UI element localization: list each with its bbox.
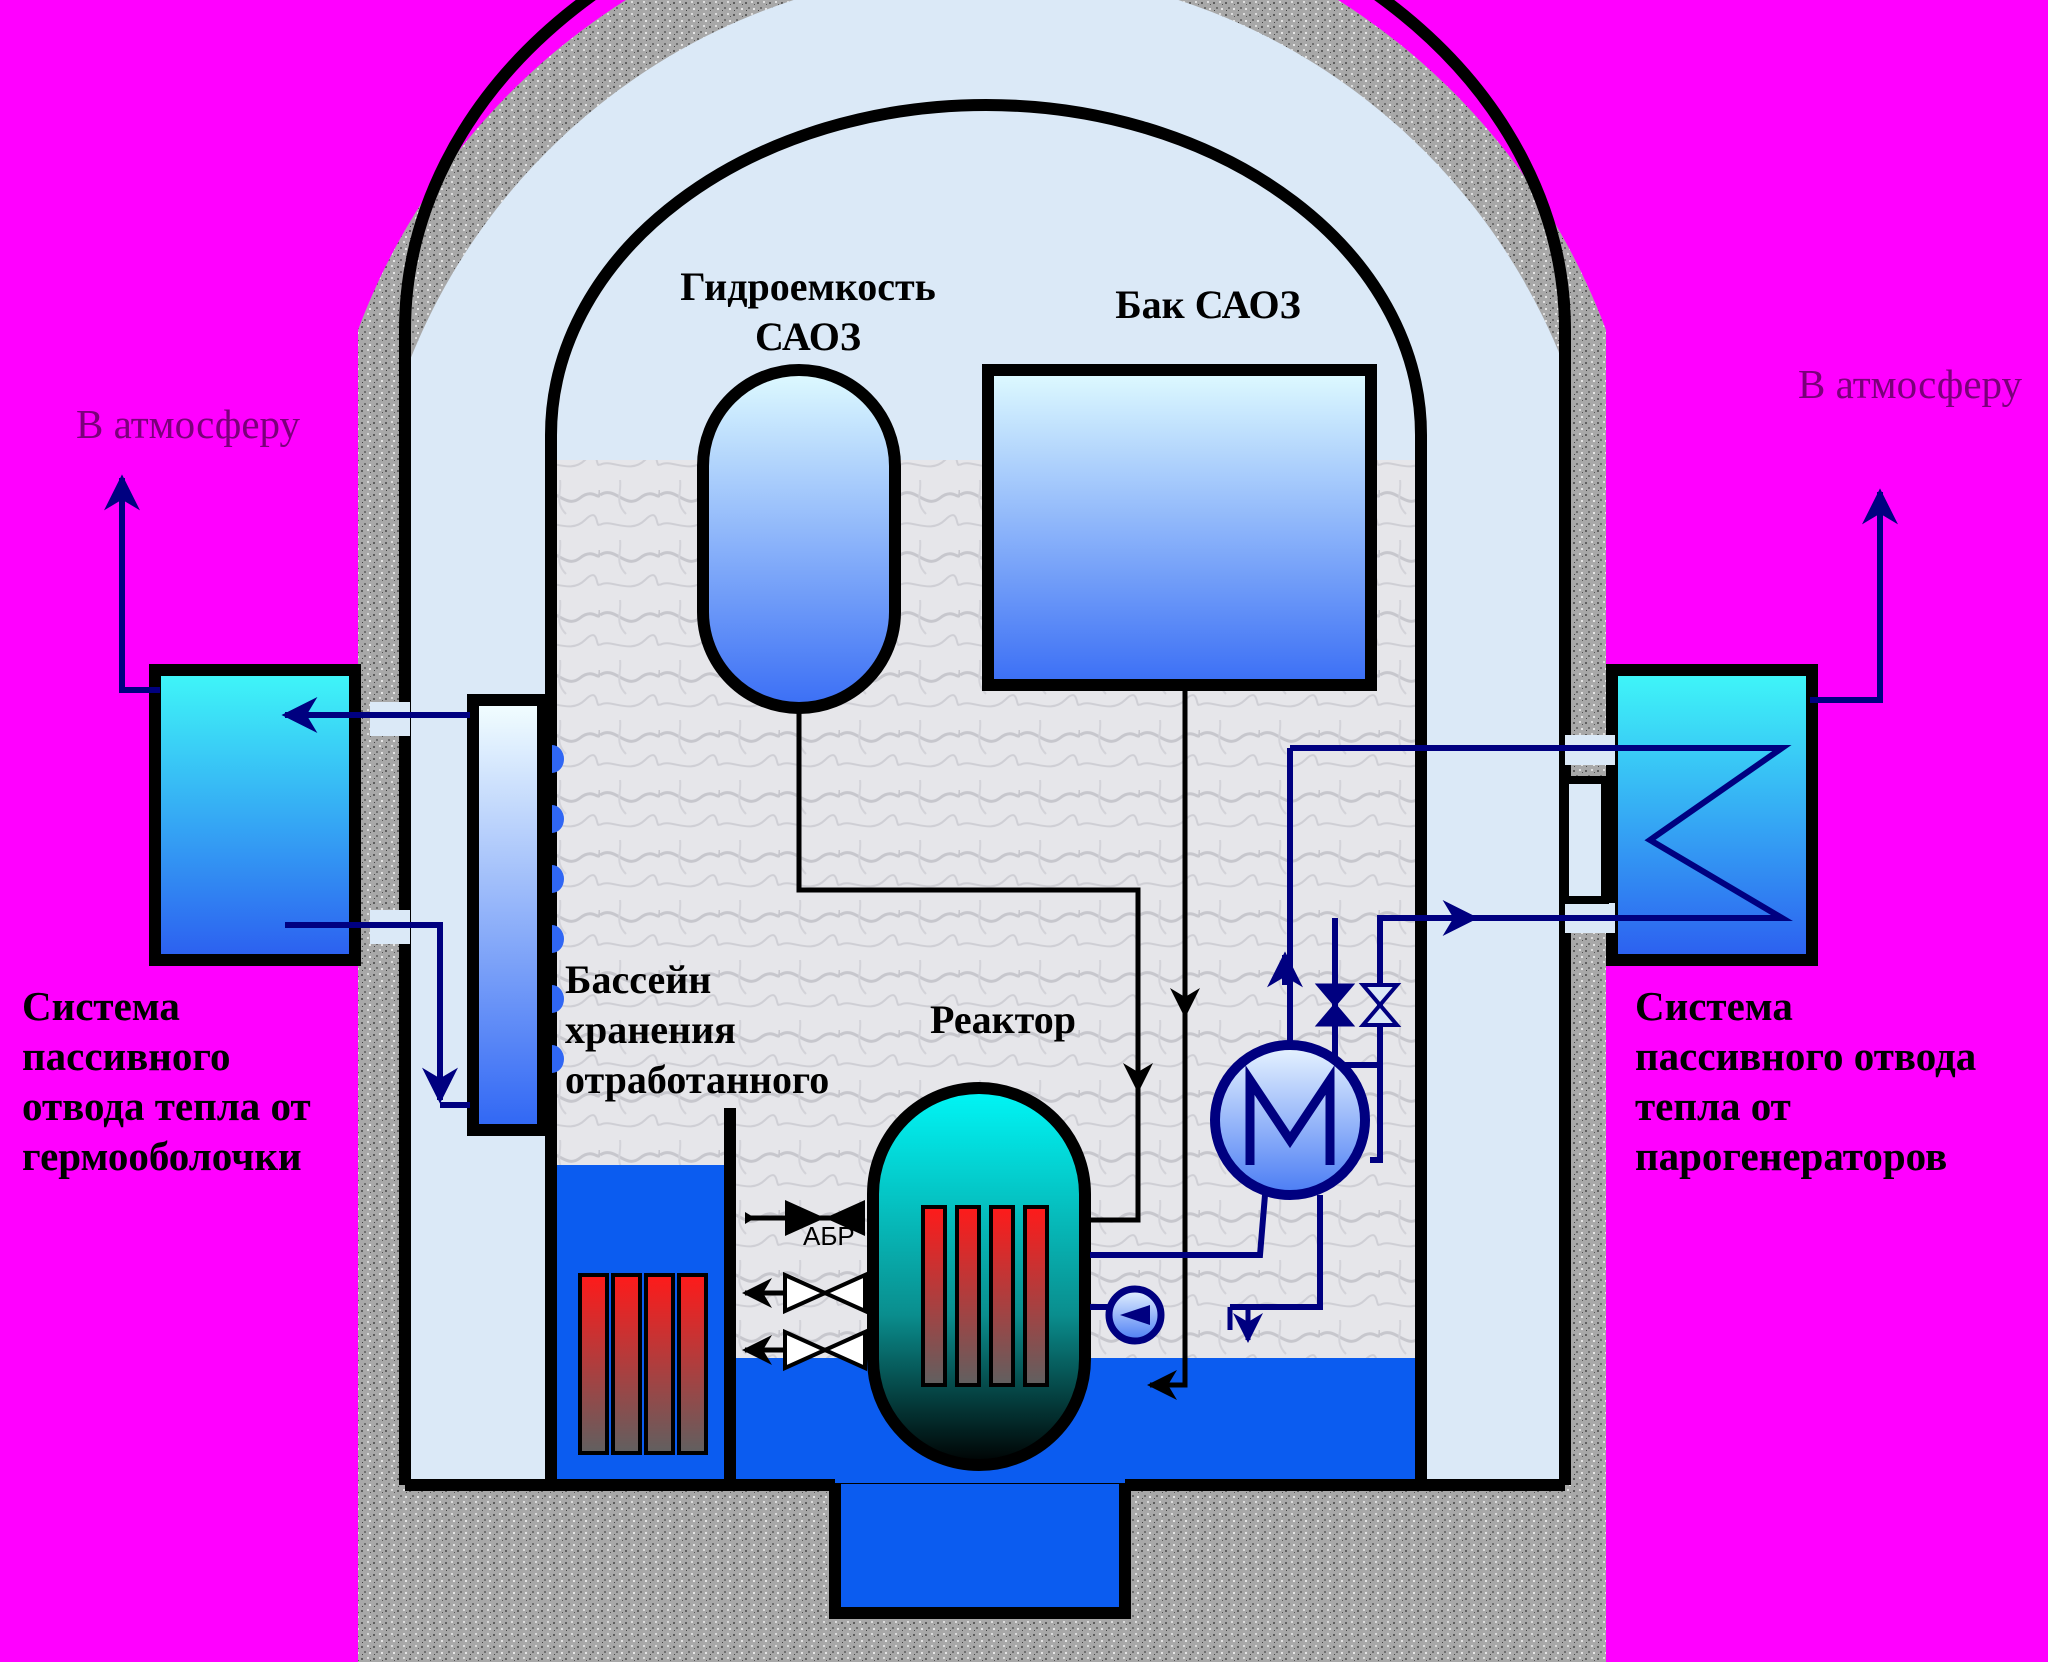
passive-containment-label-4: гермооболочки bbox=[22, 1133, 302, 1179]
left-vent-line bbox=[104, 474, 160, 693]
passive-containment-label-1: Система bbox=[22, 983, 180, 1029]
left-return-line bbox=[285, 922, 458, 1104]
sg-valves bbox=[1314, 983, 1402, 1027]
passive-sg-label-3: тепла от bbox=[1635, 1083, 1791, 1129]
left-passive-cooler bbox=[149, 664, 361, 966]
reactor-cold-leg bbox=[1230, 1195, 1323, 1310]
passive-containment-label-3: отвода тепла от bbox=[22, 1083, 311, 1129]
right-vent-line bbox=[1810, 488, 1898, 703]
pool-label-1: Бассейн bbox=[565, 957, 711, 1002]
pool-connection-valves bbox=[742, 1200, 867, 1372]
saoz-tank bbox=[982, 364, 1377, 691]
passive-sg-label-2: пассивного отвода bbox=[1635, 1033, 1976, 1079]
pool-label-3: отработанного bbox=[565, 1057, 829, 1102]
reactor-fuel-assemblies bbox=[921, 1205, 1049, 1387]
vent-right-label: В атмосферу bbox=[1798, 361, 2023, 407]
right-passive-cooler bbox=[1606, 664, 1818, 966]
spent-fuel-assemblies bbox=[578, 1273, 708, 1455]
vent-left-label: В атмосферу bbox=[76, 401, 301, 447]
passive-sg-label-4: парогенераторов bbox=[1635, 1133, 1947, 1179]
condensate-drops bbox=[552, 745, 564, 1073]
reactor-pit bbox=[829, 1472, 1131, 1619]
saoz-tank-label: Бак САОЗ bbox=[1115, 282, 1301, 327]
outer-dome-wall bbox=[399, 0, 1571, 1485]
passive-sg-label-1: Система bbox=[1635, 983, 1793, 1029]
reactor-hot-leg bbox=[1090, 1194, 1268, 1258]
steam-generator bbox=[1210, 1040, 1370, 1200]
passive-containment-label-2: пассивного bbox=[22, 1033, 231, 1079]
steam-generator-coil bbox=[1245, 1065, 1335, 1165]
hydro-tank bbox=[697, 364, 901, 714]
reactor-label: Реактор bbox=[930, 997, 1076, 1042]
abr-label: АБР bbox=[803, 1221, 855, 1251]
sg-heat-exchanger-coil bbox=[1290, 745, 1793, 921]
hydro-tank-label: Гидроемкость bbox=[680, 264, 936, 309]
containment-heat-exchanger bbox=[467, 694, 549, 1136]
hydro-tank-label-2: САОЗ bbox=[755, 314, 861, 359]
hydro-tank-line bbox=[796, 708, 1153, 1093]
pump-drain-arrows bbox=[1230, 1307, 1248, 1340]
inner-containment-wall bbox=[545, 99, 1427, 1485]
pool-label-2: хранения bbox=[565, 1007, 736, 1052]
